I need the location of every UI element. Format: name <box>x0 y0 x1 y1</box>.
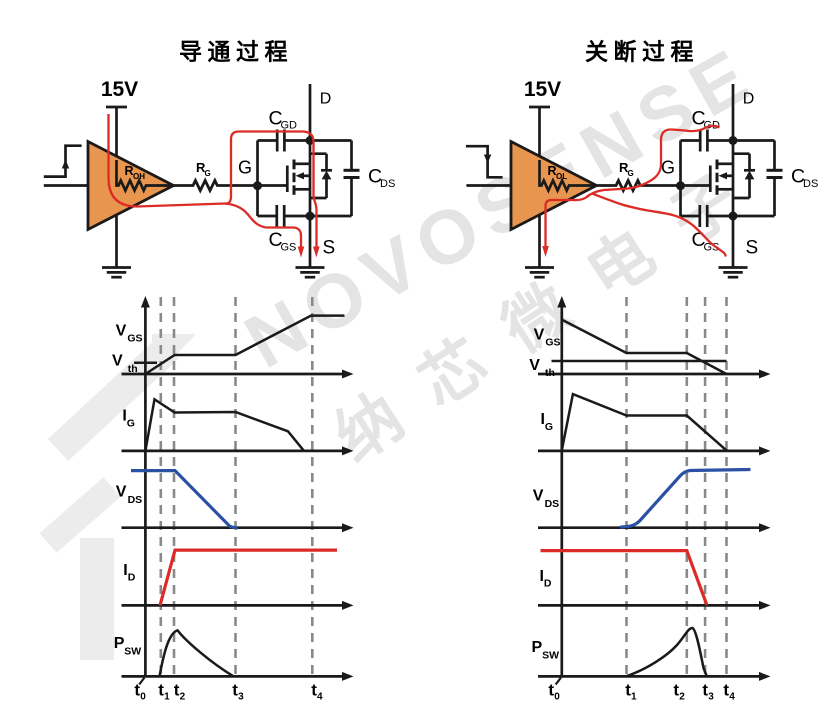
svg-text:0: 0 <box>140 692 146 703</box>
svg-text:G: G <box>628 169 634 178</box>
svg-text:C: C <box>269 229 283 251</box>
svg-text:V: V <box>533 488 544 505</box>
svg-text:V: V <box>116 322 127 339</box>
svg-text:1: 1 <box>631 692 637 703</box>
svg-text:t: t <box>174 681 180 700</box>
svg-text:th: th <box>128 363 138 375</box>
svg-text:R: R <box>196 160 206 175</box>
svg-text:G: G <box>205 169 211 178</box>
svg-text:R: R <box>125 164 134 178</box>
svg-text:R: R <box>619 160 629 175</box>
svg-text:V: V <box>534 327 545 344</box>
svg-text:R: R <box>548 164 557 178</box>
svg-text:SW: SW <box>124 646 141 658</box>
svg-text:t: t <box>134 681 140 700</box>
svg-text:GS: GS <box>127 333 142 345</box>
svg-text:D: D <box>544 578 552 590</box>
svg-text:G: G <box>127 417 135 429</box>
svg-text:t: t <box>625 681 631 700</box>
svg-text:I: I <box>541 411 545 428</box>
svg-text:I: I <box>123 562 127 579</box>
svg-text:0: 0 <box>554 692 560 703</box>
svg-text:t: t <box>158 681 164 700</box>
svg-text:I: I <box>540 568 544 585</box>
svg-text:3: 3 <box>708 692 714 703</box>
svg-text:2: 2 <box>180 692 186 703</box>
svg-text:DS: DS <box>545 498 560 510</box>
svg-text:t: t <box>232 681 238 700</box>
svg-text:4: 4 <box>317 692 323 703</box>
svg-text:3: 3 <box>238 692 244 703</box>
svg-text:G: G <box>238 158 252 178</box>
svg-text:V: V <box>112 353 123 370</box>
svg-text:OH: OH <box>133 172 145 181</box>
svg-text:P: P <box>114 635 125 652</box>
svg-text:OL: OL <box>556 172 567 181</box>
svg-text:S: S <box>323 238 336 259</box>
svg-text:t: t <box>548 681 554 700</box>
svg-text:D: D <box>320 91 332 108</box>
svg-text:15V: 15V <box>524 78 561 101</box>
svg-text:C: C <box>368 166 382 188</box>
svg-text:V: V <box>116 484 127 501</box>
svg-text:I: I <box>122 407 126 424</box>
svg-text:导通过程: 导通过程 <box>179 39 293 65</box>
svg-text:4: 4 <box>729 692 735 703</box>
svg-text:GD: GD <box>281 120 298 132</box>
svg-text:1: 1 <box>164 692 170 703</box>
svg-text:GS: GS <box>281 242 297 254</box>
svg-text:C: C <box>269 107 283 129</box>
svg-text:G: G <box>545 421 553 433</box>
svg-text:2: 2 <box>679 692 685 703</box>
svg-text:G: G <box>661 158 675 178</box>
svg-text:V: V <box>529 357 540 374</box>
svg-text:t: t <box>702 681 708 700</box>
svg-text:th: th <box>545 367 555 379</box>
svg-text:DS: DS <box>128 494 143 506</box>
svg-text:SW: SW <box>542 650 559 662</box>
svg-text:P: P <box>532 639 543 656</box>
svg-text:关断过程: 关断过程 <box>585 39 699 65</box>
svg-text:D: D <box>128 571 136 583</box>
svg-text:t: t <box>673 681 679 700</box>
svg-text:GS: GS <box>545 337 560 349</box>
svg-text:15V: 15V <box>101 78 138 101</box>
svg-text:DS: DS <box>380 178 395 190</box>
svg-text:t: t <box>723 681 729 700</box>
svg-text:t: t <box>311 681 317 700</box>
